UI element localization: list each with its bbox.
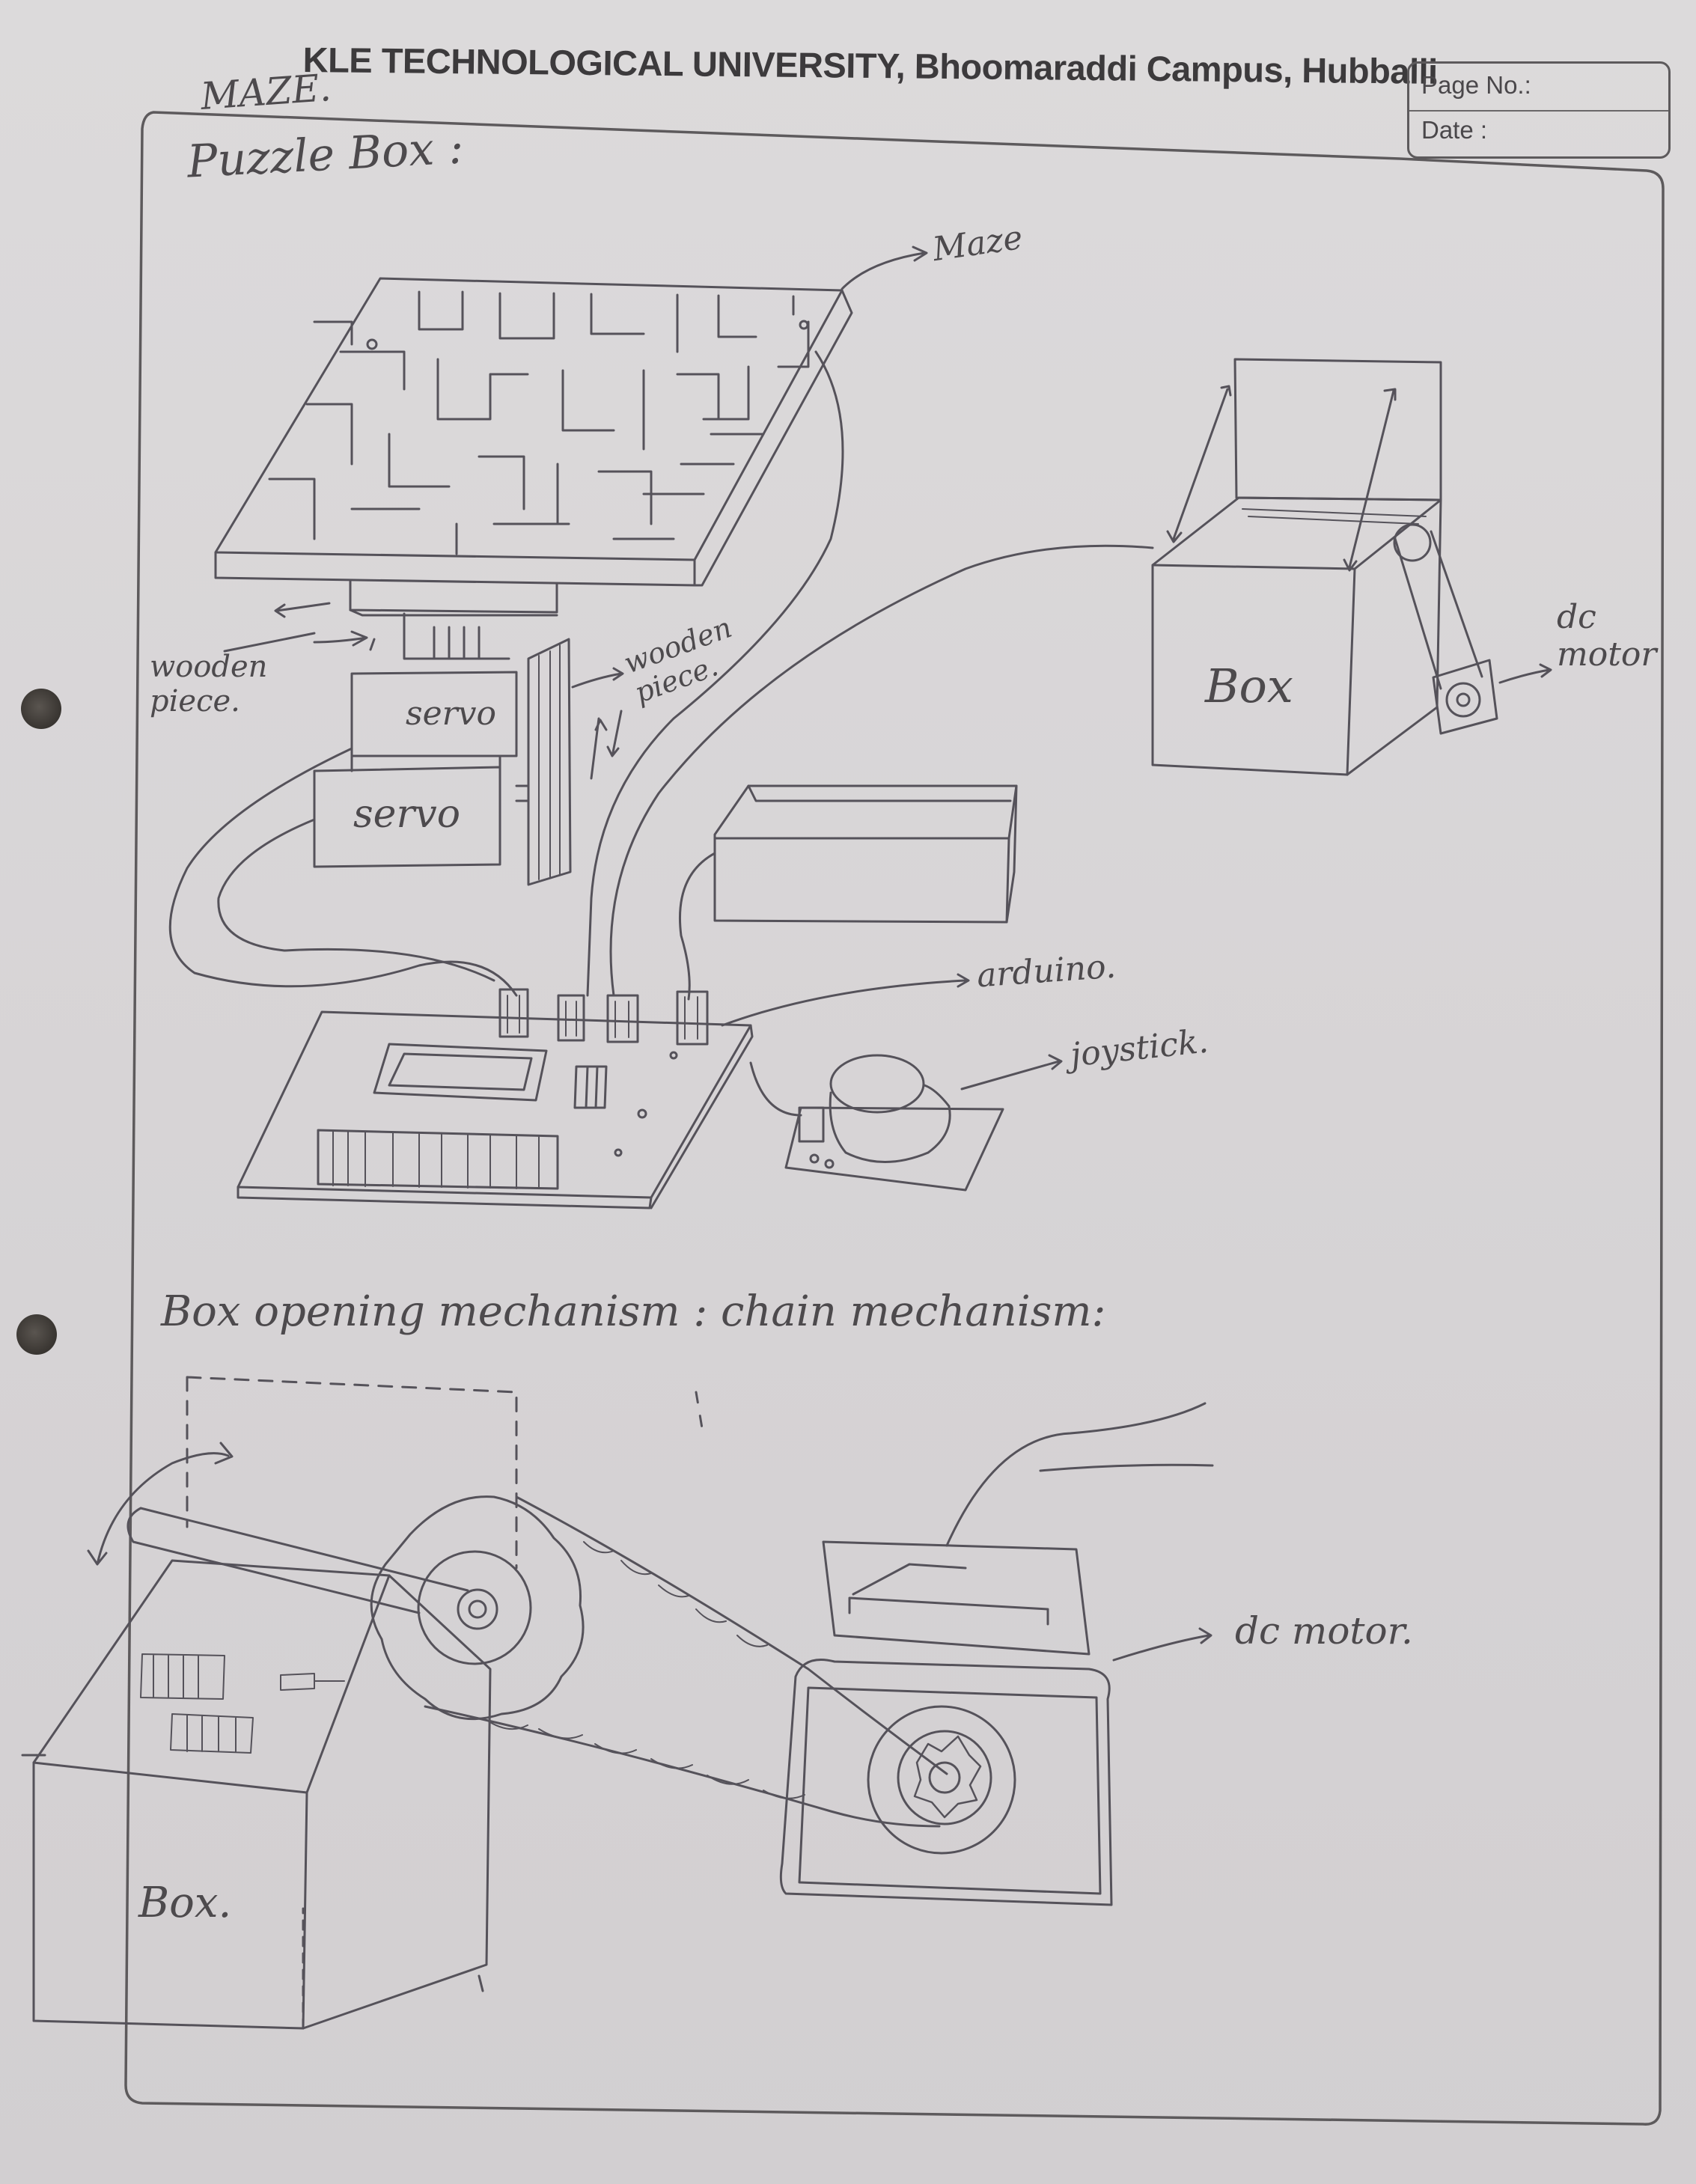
enclosure-box [715,786,1016,922]
corner-note: MAZE. [199,66,332,118]
wooden-piece-left-label: wooden piece. [150,650,267,719]
joystick-arrow [962,1055,1061,1089]
servo-assembly [314,639,570,885]
enclosure-wire [680,853,715,999]
dc-motor-bottom-label: dc motor. [1235,1609,1413,1653]
dc-motor-housing [781,1542,1111,1905]
box-top-label: Box [1205,659,1293,713]
box-bottom-label: Box. [138,1879,231,1927]
arduino-arrow [722,974,969,1025]
chain-lower [425,1706,939,1826]
motor-wire [947,1403,1212,1546]
dc-motor-top [1394,525,1497,733]
servo-top-label: servo [406,695,496,733]
servo-bottom-label: servo [353,792,460,837]
dc-motor-arrow [1500,665,1551,683]
arduino-board [238,989,752,1208]
maze-board [216,278,852,659]
updown-arrows [591,711,621,778]
swing-arrow [88,1443,232,1564]
servo-wire-1 [170,748,516,995]
dc-motor-arrow-bottom [1114,1629,1211,1660]
joystick-wire [751,1063,801,1115]
maze-arrow [842,247,927,289]
lid-dashed-right [696,1392,704,1437]
lid-arrows [1168,386,1395,570]
big-sprocket [371,1497,583,1719]
puzzle-box-top [1153,359,1441,775]
wooden-piece-arrow-right [573,668,623,687]
lid-dashed [187,1377,516,1568]
joystick-module [786,1055,1003,1190]
servo-wire-2 [219,820,494,980]
box-bottom [22,1561,490,2028]
mechanism-title: Box opening mechanism : chain mechanism: [161,1287,1105,1336]
chain-upper [516,1497,947,1774]
box-wire [611,546,1153,995]
dc-motor-top-label: dc motor [1557,599,1656,674]
page-border [126,112,1663,2124]
